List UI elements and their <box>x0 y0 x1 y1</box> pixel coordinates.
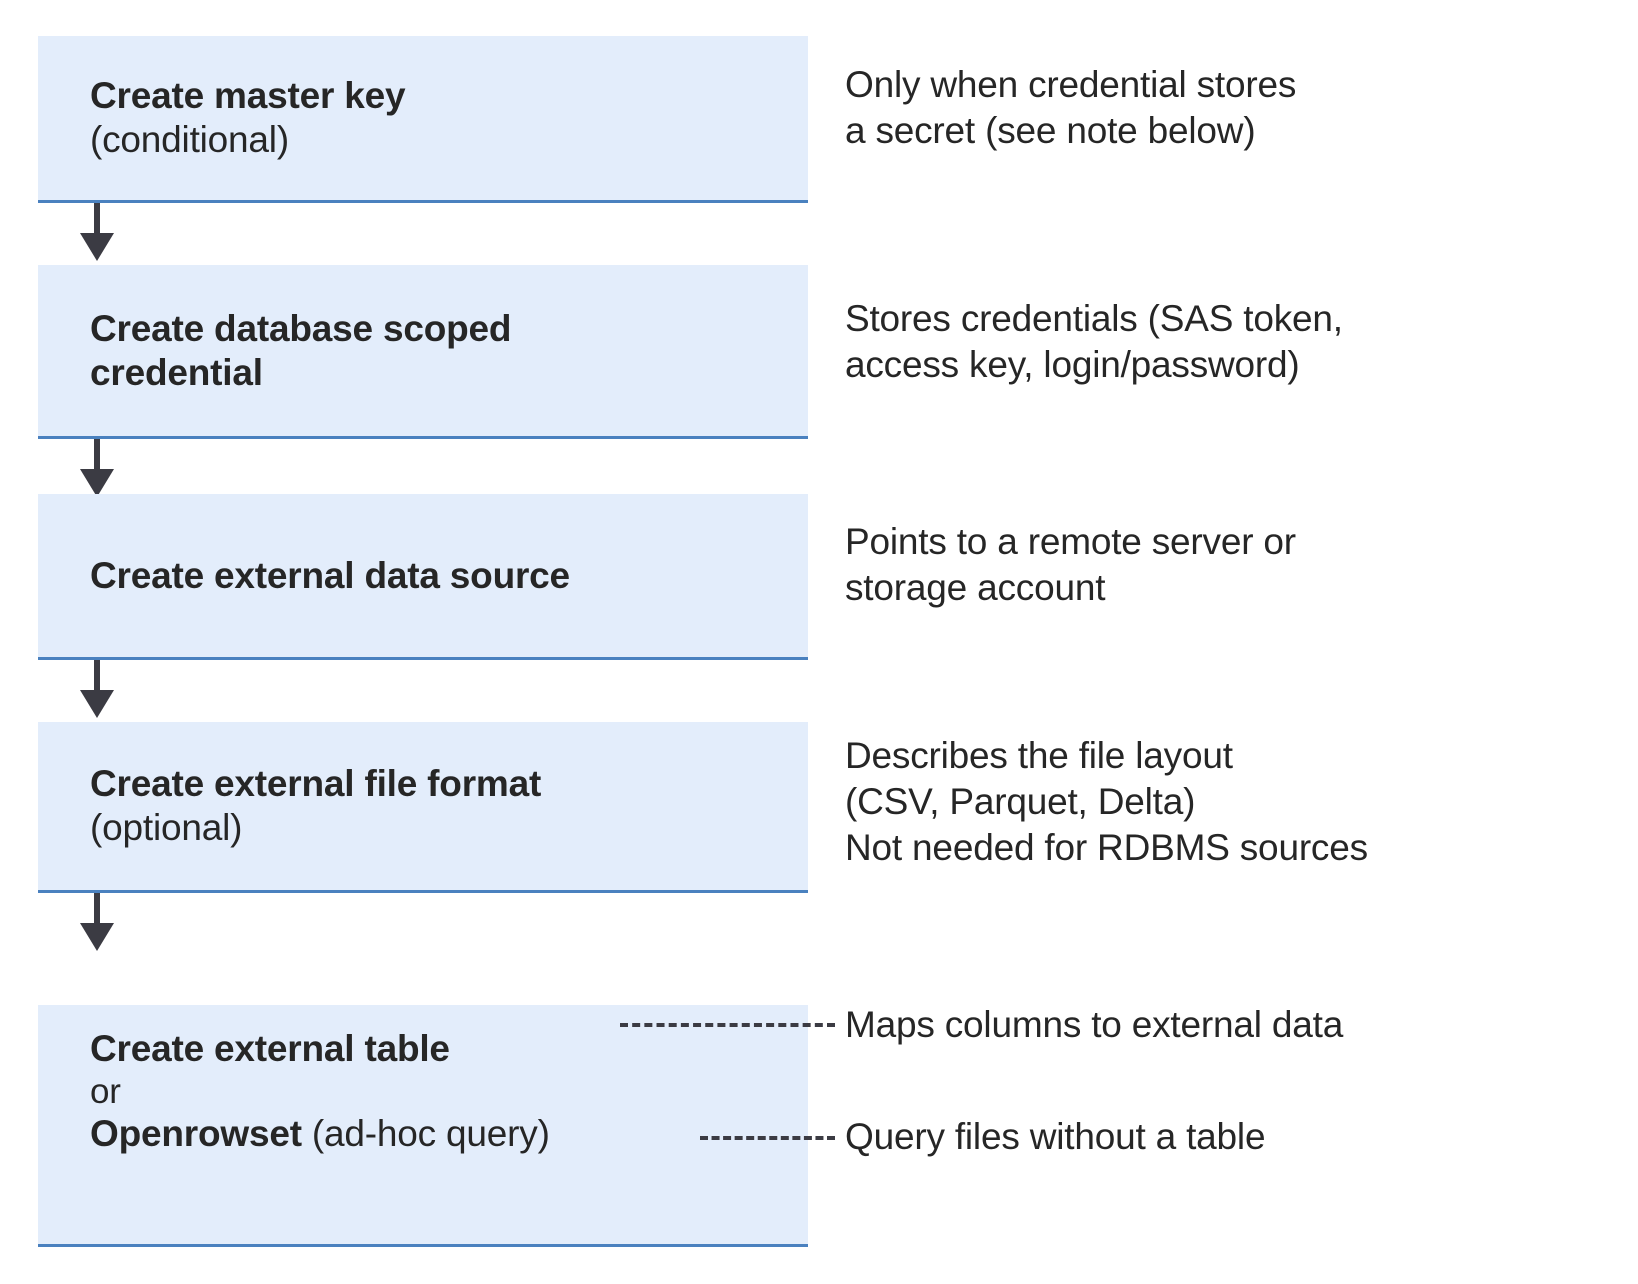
step-title-create-master-key: Create master key <box>90 75 406 117</box>
step-title-create-external-data-source: Create external data source <box>90 554 570 596</box>
step-box-create-external-file-format[interactable]: Create external file format (optional) <box>38 722 808 893</box>
dashed-connector-external-table <box>620 1023 835 1027</box>
arrow-step4-to-step5 <box>80 893 114 951</box>
note-create-database-scoped-credential: Stores credentials (SAS token, access ke… <box>845 298 1343 385</box>
arrow-head <box>80 469 114 497</box>
step-title-create-external-table: Create external table <box>90 1028 450 1069</box>
step-box-create-external-data-source[interactable]: Create external data source <box>38 494 808 660</box>
arrow-head <box>80 690 114 718</box>
arrow-step2-to-step3 <box>80 439 114 497</box>
step-subtitle-create-external-file-format: (optional) <box>90 807 243 848</box>
arrow-head <box>80 923 114 951</box>
arrow-shaft <box>94 203 100 237</box>
arrow-head <box>80 233 114 261</box>
openrowset-label: Openrowset <box>90 1112 302 1154</box>
note-create-external-data-source: Points to a remote server or storage acc… <box>845 521 1296 608</box>
arrow-shaft <box>94 893 100 927</box>
arrow-step1-to-step2 <box>80 203 114 261</box>
openrowset-suffix: (ad-hoc query) <box>301 1112 550 1154</box>
arrow-step3-to-step4 <box>80 660 114 718</box>
step-or-label: or <box>90 1071 121 1111</box>
arrow-shaft <box>94 660 100 694</box>
step-subtitle-create-master-key: (conditional) <box>90 119 289 160</box>
step-box-create-master-key[interactable]: Create master key (conditional) <box>38 36 808 203</box>
step-title-create-database-scoped-credential: Create database scoped credential <box>90 307 512 393</box>
note-create-master-key: Only when credential stores a secret (se… <box>845 64 1297 151</box>
note-create-external-file-format: Describes the file layout (CSV, Parquet,… <box>845 735 1368 868</box>
step-box-create-database-scoped-credential[interactable]: Create database scoped credential <box>38 265 808 439</box>
note-openrowset: Query files without a table <box>845 1116 1266 1157</box>
step-title-openrowset: Openrowset (ad-hoc query) <box>38 1112 808 1156</box>
arrow-shaft <box>94 439 100 473</box>
step-title-create-external-file-format: Create external file format <box>90 763 542 805</box>
step-box-create-external-table-or-openrowset[interactable]: Create external table or Openrowset (ad-… <box>38 1005 808 1247</box>
note-create-external-table: Maps columns to external data <box>845 1004 1344 1045</box>
dashed-connector-openrowset <box>700 1136 835 1140</box>
